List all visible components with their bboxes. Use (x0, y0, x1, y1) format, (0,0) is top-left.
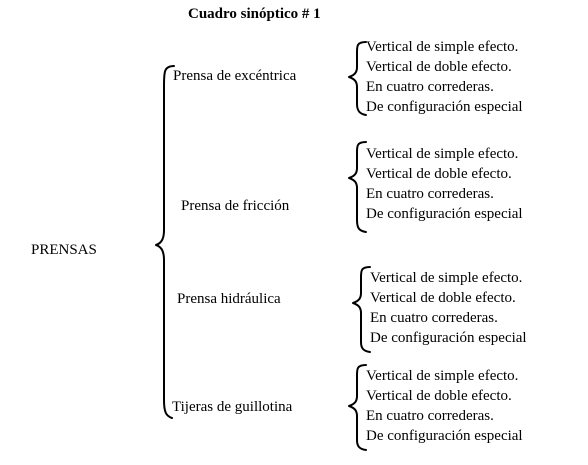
category-brace-1 (348, 41, 367, 116)
list-item: Vertical de doble efecto. (366, 388, 512, 404)
list-item: En cuatro correderas. (366, 186, 494, 202)
list-item: De configuración especial (366, 206, 523, 222)
category-label-guillotina: Tijeras de guillotina (172, 399, 293, 415)
list-item: Vertical de doble efecto. (366, 166, 512, 182)
item-list-guillotina: Vertical de simple efecto. Vertical de d… (366, 366, 523, 446)
item-list-friccion: Vertical de simple efecto. Vertical de d… (366, 144, 523, 224)
list-item: Vertical de simple efecto. (366, 39, 519, 55)
item-list-excentrica: Vertical de simple efecto. Vertical de d… (366, 37, 523, 117)
category-label-hidraulica: Prensa hidráulica (177, 291, 281, 307)
list-item: De configuración especial (370, 330, 527, 346)
list-item: De configuración especial (366, 428, 523, 444)
category-brace-2 (348, 141, 367, 233)
item-list-hidraulica: Vertical de simple efecto. Vertical de d… (370, 268, 527, 348)
category-brace-4 (348, 364, 367, 451)
category-label-friccion: Prensa de fricción (181, 198, 290, 214)
list-item: En cuatro correderas. (366, 79, 494, 95)
list-item: Vertical de doble efecto. (366, 59, 512, 75)
category-label-excentrica: Prensa de excéntrica (173, 68, 297, 84)
list-item: De configuración especial (366, 99, 523, 115)
list-item: Vertical de simple efecto. (366, 146, 519, 162)
main-brace (155, 65, 175, 419)
list-item: Vertical de simple efecto. (366, 368, 519, 384)
list-item: En cuatro correderas. (370, 310, 498, 326)
category-brace-3 (352, 266, 371, 353)
list-item: Vertical de doble efecto. (370, 290, 516, 306)
list-item: En cuatro correderas. (366, 408, 494, 424)
root-label: PRENSAS (31, 242, 97, 258)
list-item: Vertical de simple efecto. (370, 270, 523, 286)
page-title: Cuadro sinóptico # 1 (188, 6, 321, 22)
